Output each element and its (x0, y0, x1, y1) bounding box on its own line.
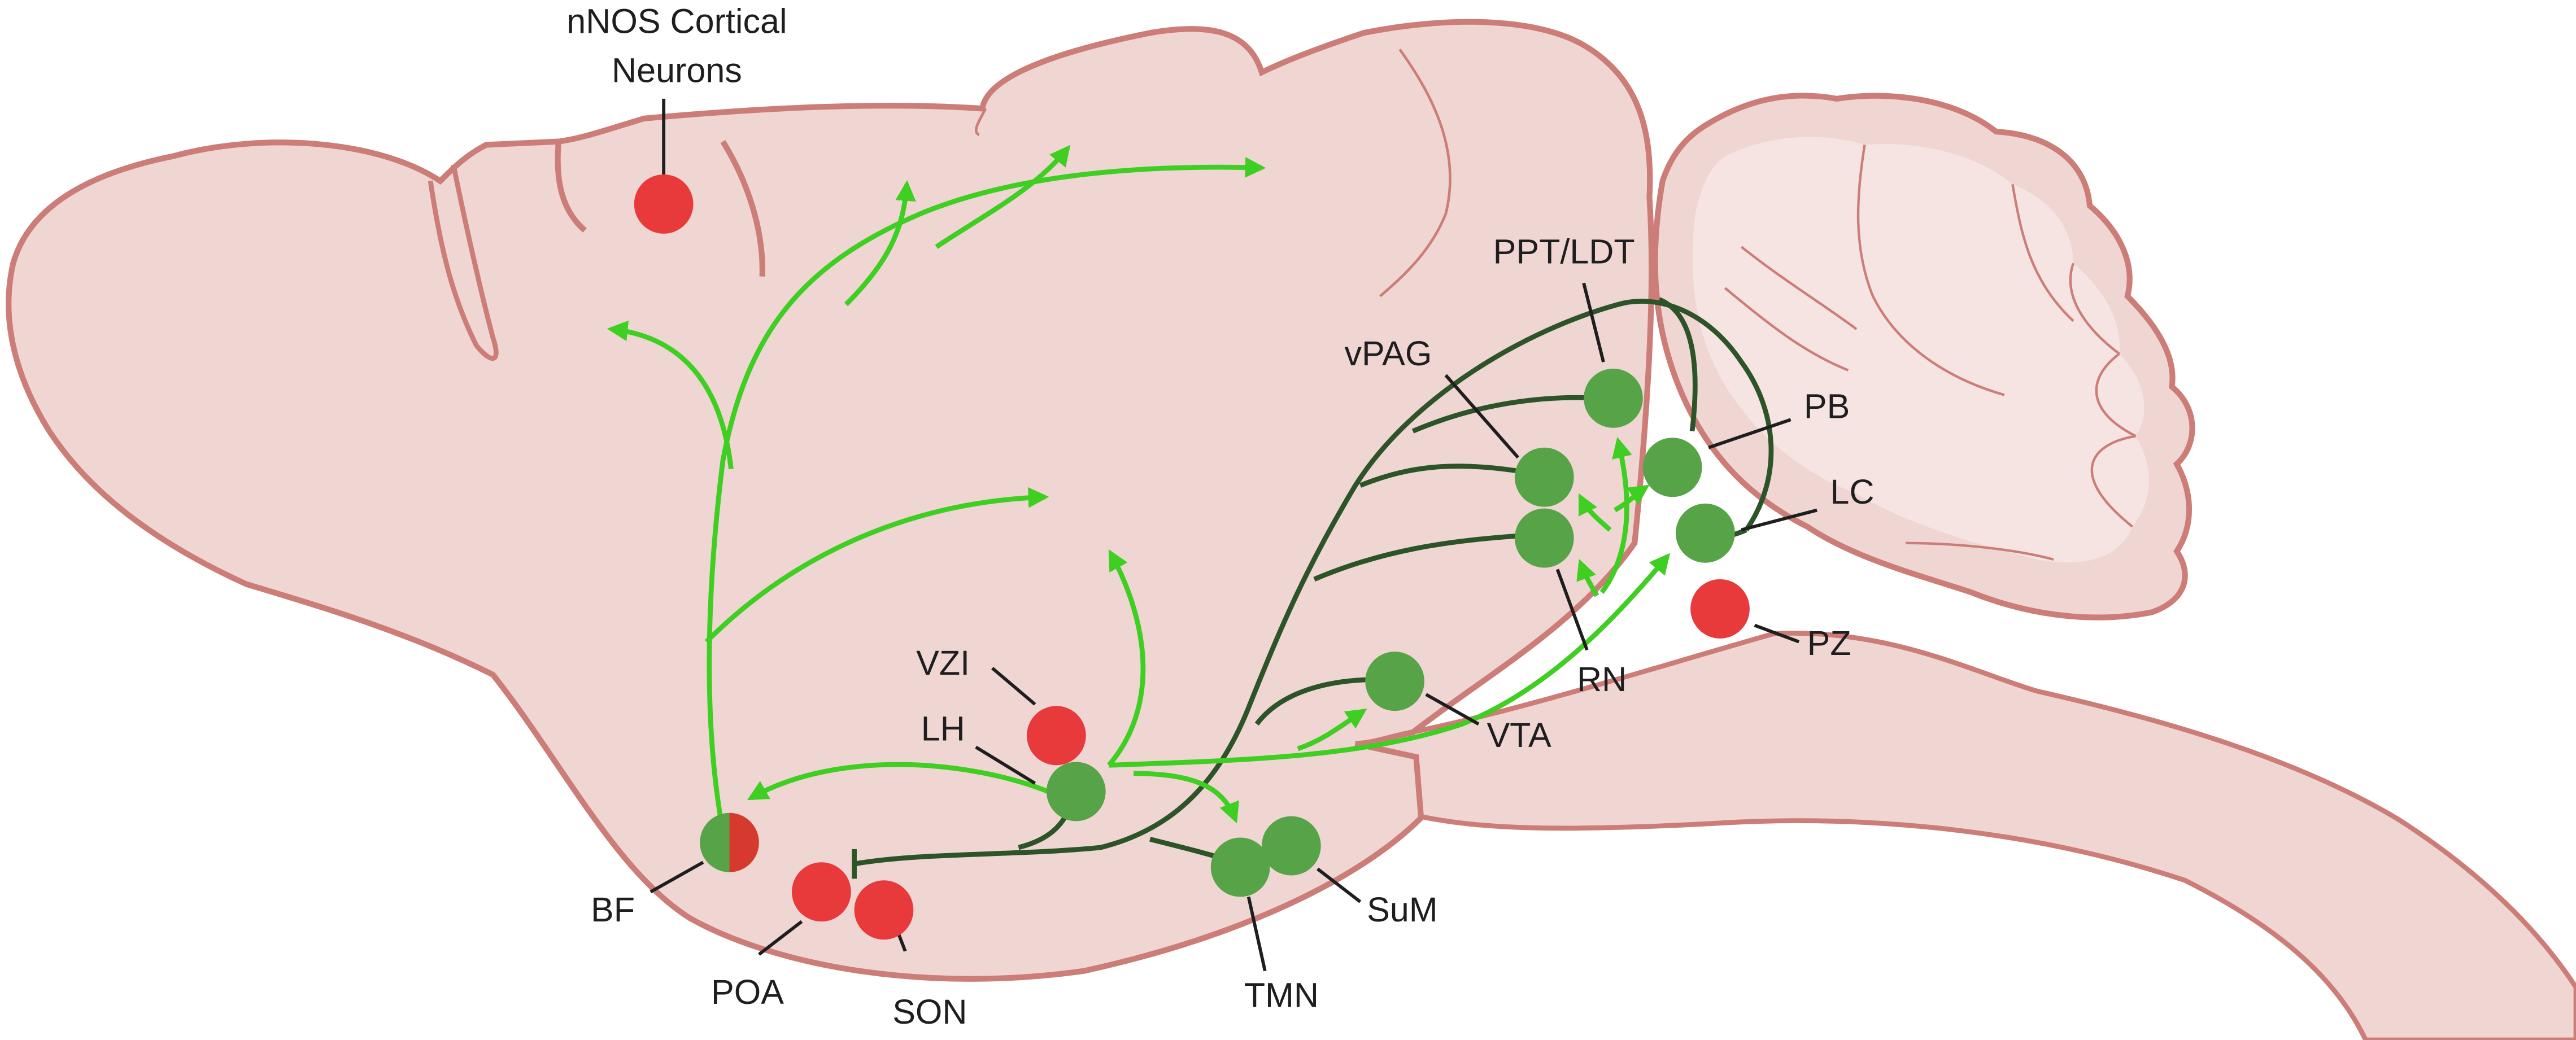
brainstem-shape (1342, 631, 2576, 1040)
node-ppt-ldt (1584, 368, 1643, 428)
dark-path-pb-branch (1658, 297, 1698, 432)
label-lh: LH (921, 709, 965, 748)
cortical-sulcus-small (555, 139, 765, 277)
node-pb (1642, 438, 1702, 497)
cerebellum-inner-shape (1692, 137, 2149, 563)
label-bf: BF (591, 890, 635, 929)
dark-path-main-trunk (853, 299, 1774, 867)
label-nnos-line2: Neurons (612, 51, 742, 90)
path-to-vta (1297, 709, 1367, 751)
label-poa: POA (711, 973, 784, 1011)
node-sum (1261, 816, 1321, 876)
label-vpag: vPAG (1344, 334, 1432, 373)
node-nnos (634, 174, 694, 234)
node-rn (1514, 508, 1574, 568)
path-cortex-arrow-4 (704, 487, 1049, 644)
path-rn-branch-3 (1614, 484, 1650, 513)
node-lc (1675, 503, 1735, 563)
node-poa (792, 862, 851, 922)
label-nnos-line1: nNOS Cortical (566, 2, 787, 40)
node-bf (700, 812, 759, 872)
label-pz: PZ (1807, 624, 1851, 662)
path-rn-branch-2 (1578, 493, 1612, 532)
label-rn: RN (1577, 660, 1627, 698)
label-tmn: TMN (1244, 976, 1319, 1015)
path-cortex-arrow-1 (607, 320, 734, 470)
label-lc: LC (1830, 473, 1874, 511)
leader-lines (650, 98, 1817, 972)
label-vta: VTA (1487, 716, 1551, 754)
path-bf-trunk (707, 157, 1266, 832)
labels: nNOS Cortical Neurons PPT/LDT vPAG PB LC… (566, 2, 1874, 1031)
path-lh-to-brainstem (1109, 553, 1671, 768)
cerebrum-shape (6, 19, 1655, 982)
nodes (634, 174, 1750, 940)
path-cortex-arrow-2 (844, 180, 916, 307)
path-lh-to-bf (747, 762, 1049, 801)
bright-pathways (607, 145, 1671, 832)
projection-pathways (607, 145, 1774, 879)
node-tmn (1210, 837, 1270, 897)
node-vpag (1514, 447, 1574, 507)
path-lh-to-tmn (1134, 771, 1239, 824)
path-cortex-arrow-3 (935, 145, 1071, 249)
node-son (854, 880, 914, 940)
label-vzi: VZI (916, 644, 970, 682)
node-lh (1046, 762, 1106, 821)
cerebellum-folia-lines (1724, 145, 2137, 561)
brain-outline (6, 19, 2576, 1040)
cortex-inner-line (975, 49, 1452, 298)
node-pz (1690, 579, 1750, 639)
dark-path-vpag (1359, 464, 1537, 488)
label-sum: SuM (1367, 890, 1438, 929)
label-son: SON (892, 993, 967, 1031)
path-lh-up (1107, 549, 1146, 767)
label-pb: PB (1804, 387, 1850, 425)
label-ppt-ldt: PPT/LDT (1493, 232, 1635, 270)
dark-path-rn (1313, 532, 1536, 582)
path-rn-branch (1599, 436, 1632, 594)
path-rn-branch-4 (1576, 558, 1599, 597)
node-vta (1365, 652, 1424, 711)
node-vzi (1027, 706, 1086, 766)
dark-path-ppt (1411, 395, 1602, 434)
olfactory-bulb-border (428, 164, 499, 361)
